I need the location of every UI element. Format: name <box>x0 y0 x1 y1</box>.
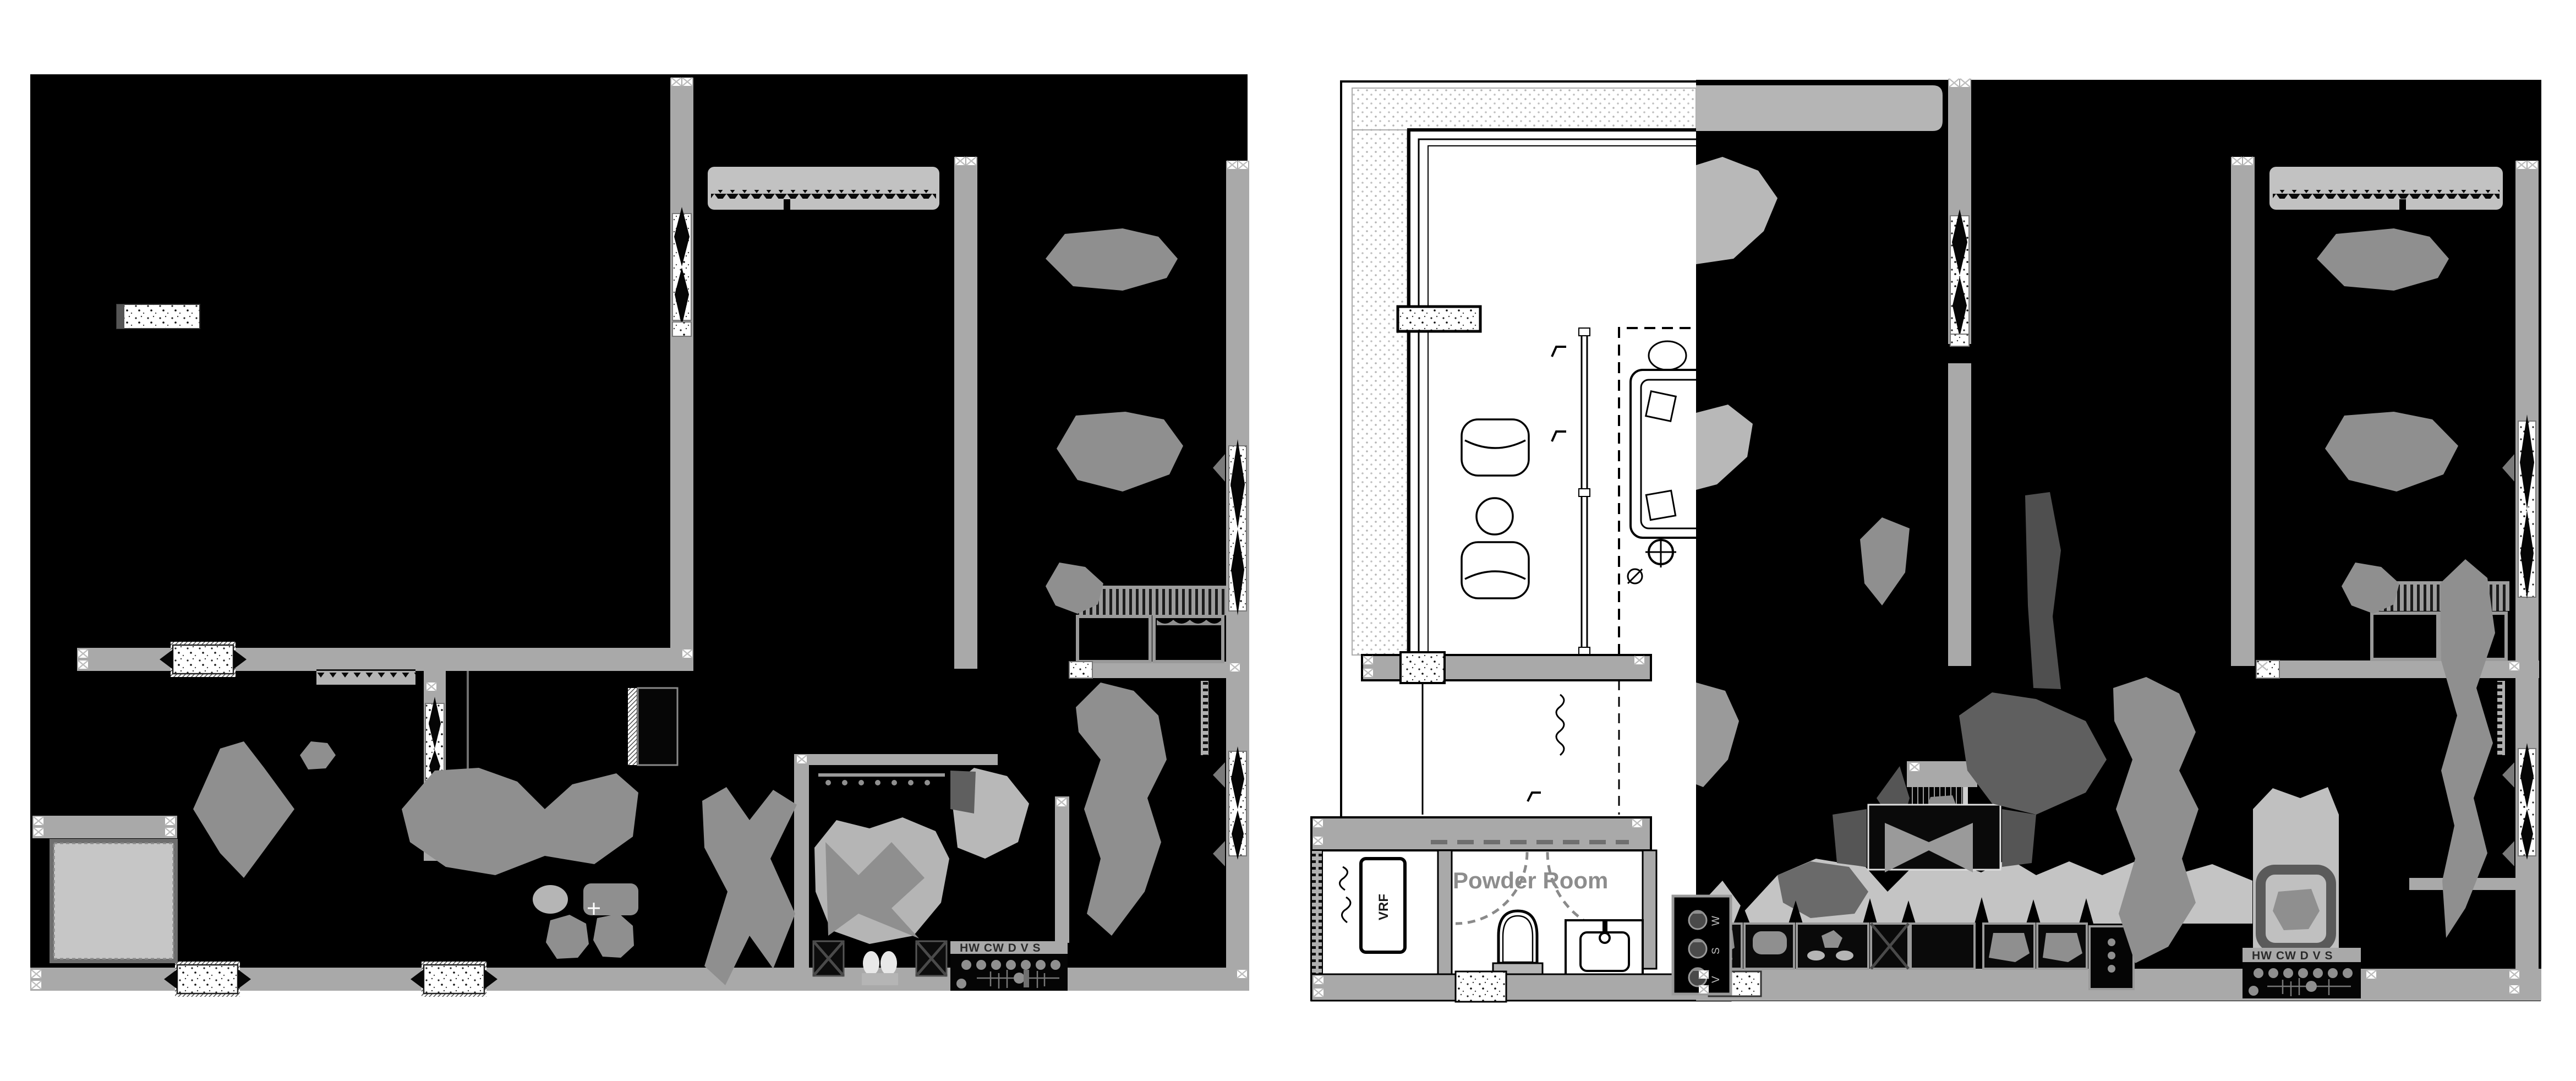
redaction-blob <box>1696 405 1753 490</box>
lounge-furniture <box>1461 418 1530 599</box>
insulation-squiggle <box>1555 694 1565 756</box>
pipe-squiggle <box>1339 866 1352 924</box>
vrf-label: VRF <box>1376 894 1391 920</box>
plumbing-riser-panel: HW CW D V S <box>2243 948 2361 998</box>
right-floor-plan: Powder Room VRF <box>1310 78 2541 1003</box>
side-table <box>1475 497 1514 536</box>
wall <box>794 754 998 765</box>
riser-stack: W S V <box>1671 894 1732 996</box>
plumbing-riser-label: HW CW D V S <box>960 942 1041 954</box>
glazed-partition <box>1527 327 1590 802</box>
redaction-blob <box>402 768 638 875</box>
wall-opening-symbol <box>116 304 200 329</box>
redaction-blob <box>2325 412 2458 492</box>
redaction-blobs <box>193 228 1183 985</box>
plumbing-riser-panel: HW CW D V S <box>950 941 1068 991</box>
toilet <box>1492 909 1544 976</box>
redaction-blob <box>1046 563 1103 614</box>
redaction-blob <box>1046 228 1178 291</box>
kitchen-row <box>1701 859 2252 997</box>
door-swing-arc <box>1455 851 1529 925</box>
wall <box>954 157 977 669</box>
redaction-blob <box>2342 563 2399 614</box>
wardrobe-closet <box>1069 586 1226 679</box>
wall <box>32 816 177 838</box>
sideboard-group <box>1833 804 2036 872</box>
door-swing-arrow <box>1213 762 1225 788</box>
plumbing-riser-label: HW CW D V S <box>2252 949 2333 962</box>
kitchen-fixtures <box>533 883 638 959</box>
faucet-symbol <box>588 903 600 915</box>
redaction-blob <box>1696 683 1739 787</box>
redaction-blob <box>2025 492 2061 689</box>
door-swing-arrow <box>1213 841 1225 866</box>
room-wall-lines <box>1407 128 1696 655</box>
door-symbol <box>163 960 252 998</box>
corridor-cabinet <box>467 671 679 859</box>
entry-door-symbol <box>158 641 248 678</box>
vanity-sink <box>1565 919 1644 981</box>
redaction-blob <box>193 741 294 878</box>
powder-room-top-wall <box>1310 816 1652 936</box>
pillow <box>1644 390 1677 423</box>
right-plan-redacted-structure: HW CW D V S <box>1671 78 2541 1001</box>
door-leaf-glyph <box>1527 346 1566 802</box>
redaction-blob <box>1696 157 1778 264</box>
riser-letter: S <box>1710 947 1722 954</box>
vrf-closet: VRF <box>1311 850 1439 1001</box>
wall <box>1055 796 1069 943</box>
wall <box>670 78 693 669</box>
redaction-blob <box>1076 683 1167 936</box>
window-drapery-symbol <box>708 167 939 210</box>
window-valance-symbol <box>316 669 415 685</box>
pillow <box>1645 489 1677 521</box>
vrf-unit <box>1359 857 1407 954</box>
louver-vent <box>1201 681 1208 755</box>
toilet-symbol <box>863 951 879 975</box>
door-opening-hatches <box>425 207 1247 866</box>
rug <box>50 839 178 963</box>
powder-room-label: Powder Room <box>1453 867 1608 893</box>
wall <box>1069 662 1249 678</box>
redaction-blob <box>2440 559 2495 938</box>
redaction-blob <box>1860 517 1910 605</box>
wall-band <box>1361 651 1652 684</box>
redaction-blobs <box>1696 157 2495 963</box>
bathroom-cluster <box>812 773 949 985</box>
riser-letter: V <box>1710 976 1722 983</box>
redaction-blob <box>950 771 976 814</box>
redaction-blob <box>1959 692 2107 815</box>
terrace-hatch-band <box>1352 88 1697 130</box>
wall <box>794 754 809 991</box>
redaction-blob <box>702 787 797 985</box>
armchair <box>1461 541 1530 599</box>
redaction-blob <box>2317 228 2449 291</box>
door-symbol <box>409 960 499 998</box>
corridor <box>1421 680 1620 815</box>
faucet-symbol <box>1599 932 1611 944</box>
concrete-column <box>1396 305 1482 333</box>
left-floor-plan: HW CW D V S <box>30 74 1249 998</box>
redaction-blob <box>2113 677 2198 963</box>
door-swing-arrow <box>1213 454 1225 482</box>
right-plan-bottom-wall <box>1310 970 1732 1003</box>
terrace-hatch-band <box>1352 129 1408 656</box>
bathtub-cluster <box>2253 787 2339 958</box>
redaction-blob <box>300 741 336 769</box>
redaction-blob <box>1057 412 1183 492</box>
riser-letter: W <box>1710 916 1722 926</box>
oval-table <box>1648 340 1687 371</box>
